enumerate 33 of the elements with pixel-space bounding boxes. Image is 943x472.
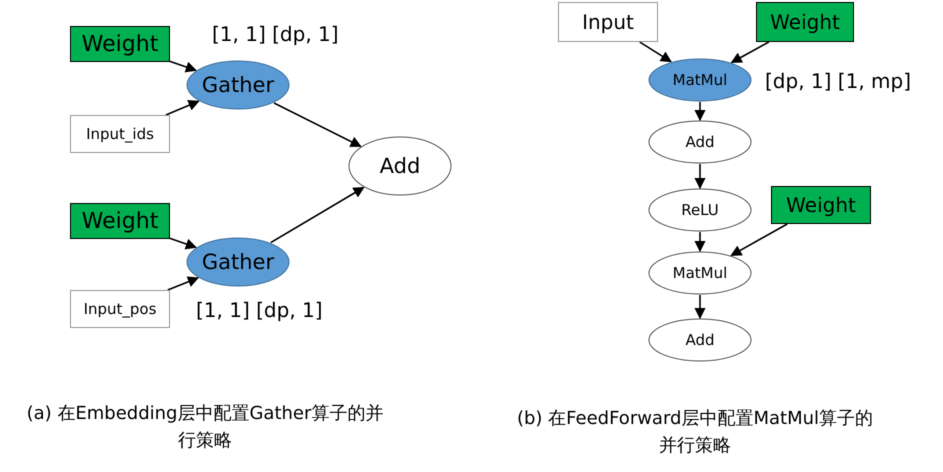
weight-box: Weight bbox=[771, 186, 871, 224]
arrow bbox=[694, 232, 706, 252]
operator-ellipse: Add bbox=[648, 120, 752, 164]
arrow bbox=[170, 238, 197, 250]
arrow bbox=[167, 276, 200, 291]
weight-box: Weight bbox=[70, 26, 170, 62]
arrow bbox=[170, 60, 197, 72]
input-box: Input_ids bbox=[70, 115, 170, 153]
split-annotation: [1, 1] [dp, 1] bbox=[196, 298, 323, 322]
operator-ellipse: Add bbox=[648, 318, 752, 362]
arrow bbox=[730, 41, 770, 64]
arrow bbox=[694, 295, 706, 320]
arrow bbox=[730, 223, 788, 256]
arrow bbox=[694, 164, 706, 190]
operator-ellipse: Gather bbox=[186, 60, 290, 110]
caption: (b) 在FeedForward层中配置MatMul算子的并行策略 bbox=[516, 407, 874, 458]
arrow bbox=[694, 102, 706, 122]
weight-box: Weight bbox=[756, 2, 854, 42]
operator-ellipse: ReLU bbox=[648, 188, 752, 232]
weight-box: Weight bbox=[70, 203, 170, 239]
operator-ellipse: MatMul bbox=[648, 251, 752, 295]
arrow bbox=[274, 102, 362, 148]
operator-ellipse: MatMul bbox=[648, 58, 752, 102]
arrow bbox=[270, 186, 365, 244]
caption: (a) 在Embedding层中配置Gather算子的并行策略 bbox=[26, 402, 384, 453]
arrow bbox=[166, 100, 200, 116]
input-box: Input_pos bbox=[70, 290, 170, 328]
split-annotation: [dp, 1] [1, mp] bbox=[765, 69, 912, 93]
arrow bbox=[639, 41, 672, 62]
input-box: Input bbox=[558, 2, 658, 42]
split-annotation: [1, 1] [dp, 1] bbox=[212, 22, 339, 46]
operator-ellipse: Gather bbox=[186, 237, 290, 287]
operator-ellipse: Add bbox=[348, 136, 452, 196]
